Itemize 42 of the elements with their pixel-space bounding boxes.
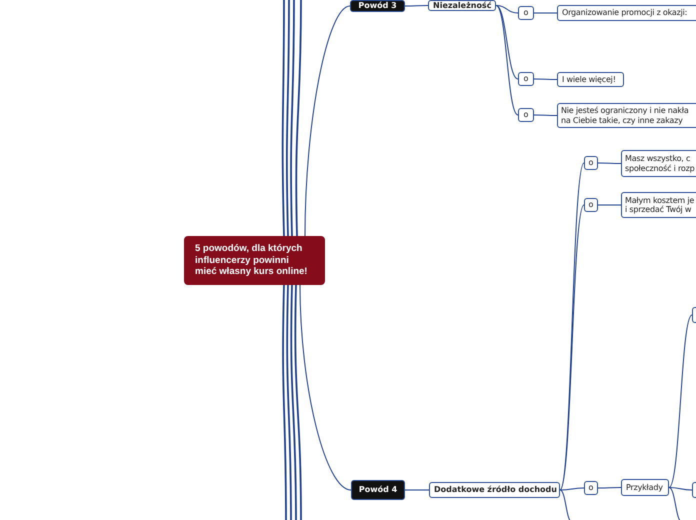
connector-line bbox=[560, 488, 584, 490]
connector-line bbox=[282, 284, 287, 520]
connector-line bbox=[668, 314, 692, 488]
connector-line bbox=[496, 5, 518, 14]
bullet-box: o bbox=[584, 198, 598, 212]
central-topic-box: 5 powodów, dla których influencerzy powinni mieć własny kurs online! bbox=[184, 236, 325, 285]
connector-line bbox=[404, 5, 428, 6]
connector-line bbox=[560, 490, 572, 520]
connector-line bbox=[534, 114, 558, 116]
subtopic-box: Dodatkowe źródło dochodu bbox=[429, 482, 560, 498]
connector-line bbox=[668, 487, 692, 490]
connector-line bbox=[304, 6, 350, 236]
connector-line bbox=[286, 284, 292, 520]
subtopic-box: Niezależność bbox=[428, 0, 496, 11]
text-box: I wiele więcej! bbox=[557, 72, 624, 87]
connector-line bbox=[496, 5, 518, 80]
connector-line bbox=[290, 0, 295, 236]
bullet-box: o bbox=[584, 481, 598, 495]
text-box: Małym kosztem je i sprzedać Twój w bbox=[621, 192, 696, 218]
connector-line bbox=[496, 5, 518, 116]
text-box: Nie jesteś ograniczony i nie nakła na Ciebie takie, czy inne zakazy bbox=[557, 103, 696, 128]
connector-line bbox=[295, 0, 302, 236]
bullet-box: o bbox=[518, 108, 534, 122]
text-box: Organizowanie promocji z okazji: bbox=[557, 5, 696, 21]
connector-line bbox=[294, 284, 302, 520]
connector-line bbox=[300, 284, 352, 490]
text-box: Masz wszystko, c społeczność i rozp bbox=[621, 150, 696, 177]
bullet-box: o bbox=[584, 156, 598, 170]
topic-box: Powód 3 bbox=[350, 0, 405, 12]
connector-line bbox=[286, 0, 290, 236]
text-box: Przykłady bbox=[621, 479, 669, 496]
connector-line bbox=[598, 162, 622, 164]
connector-line bbox=[534, 12, 558, 14]
connector-line bbox=[534, 78, 558, 80]
connector-line bbox=[290, 284, 297, 520]
topic-box: Powód 4 bbox=[351, 480, 405, 500]
connector-line bbox=[282, 0, 285, 236]
bullet-box: o bbox=[518, 72, 534, 86]
connector-line bbox=[598, 487, 622, 488]
connector-line bbox=[668, 487, 682, 520]
connector-line bbox=[598, 204, 622, 206]
bullet-box: o bbox=[518, 6, 534, 20]
